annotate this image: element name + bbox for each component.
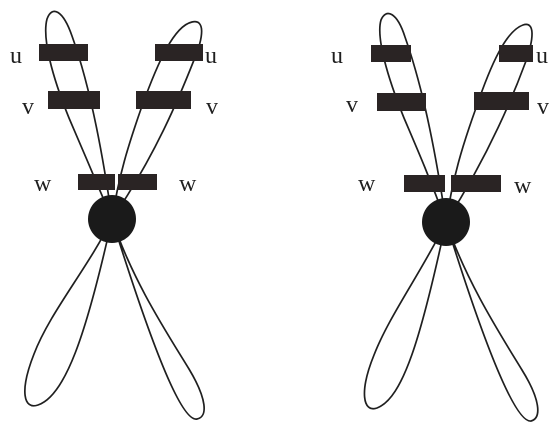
right-chromosome-left-label-u: u xyxy=(331,43,343,69)
right-chromatid-left-band-w xyxy=(404,175,445,192)
right-lower-left-chromatid xyxy=(364,222,446,409)
right-chromatid-right-band-u xyxy=(499,45,533,62)
left-chromosome-right-label-w: w xyxy=(179,171,197,197)
left-chromosome-right-label-v: v xyxy=(206,94,218,120)
right-chromosome-right-label-w: w xyxy=(514,173,532,199)
left-chromosome-left-label-u: u xyxy=(10,43,22,69)
right-chromosome-left-label-v: v xyxy=(346,92,358,118)
chromosome-right: u v w u v w xyxy=(331,13,549,421)
right-chromosome-right-label-u: u xyxy=(536,43,548,69)
left-chromatid-left-band-v xyxy=(48,91,100,109)
left-chromosome-left-label-w: w xyxy=(34,171,52,197)
left-centromere xyxy=(88,195,136,243)
right-chromatid-right-band-w xyxy=(451,175,501,192)
left-chromatid-left-band-w xyxy=(78,174,115,190)
left-chromosome-left-label-v: v xyxy=(22,94,34,120)
right-chromatid-right-band-v xyxy=(474,92,529,110)
right-chromosome-left-label-w: w xyxy=(358,171,376,197)
right-chromosome-right-label-v: v xyxy=(537,94,549,120)
left-chromosome-right-label-u: u xyxy=(205,43,217,69)
left-chromatid-right-band-u xyxy=(155,44,203,61)
right-chromatid-left-band-u xyxy=(371,45,411,62)
right-chromatid-left-band-v xyxy=(377,93,426,111)
right-lower-right-chromatid xyxy=(446,222,538,421)
left-chromatid-left-band-u xyxy=(39,44,88,61)
chromosome-left: u v w u v w xyxy=(10,11,218,419)
left-lower-right-chromatid xyxy=(112,219,204,419)
right-centromere xyxy=(422,198,470,246)
left-chromatid-right-band-v xyxy=(136,91,191,109)
left-chromatid-right-band-w xyxy=(118,174,157,190)
left-lower-left-chromatid xyxy=(25,219,112,406)
